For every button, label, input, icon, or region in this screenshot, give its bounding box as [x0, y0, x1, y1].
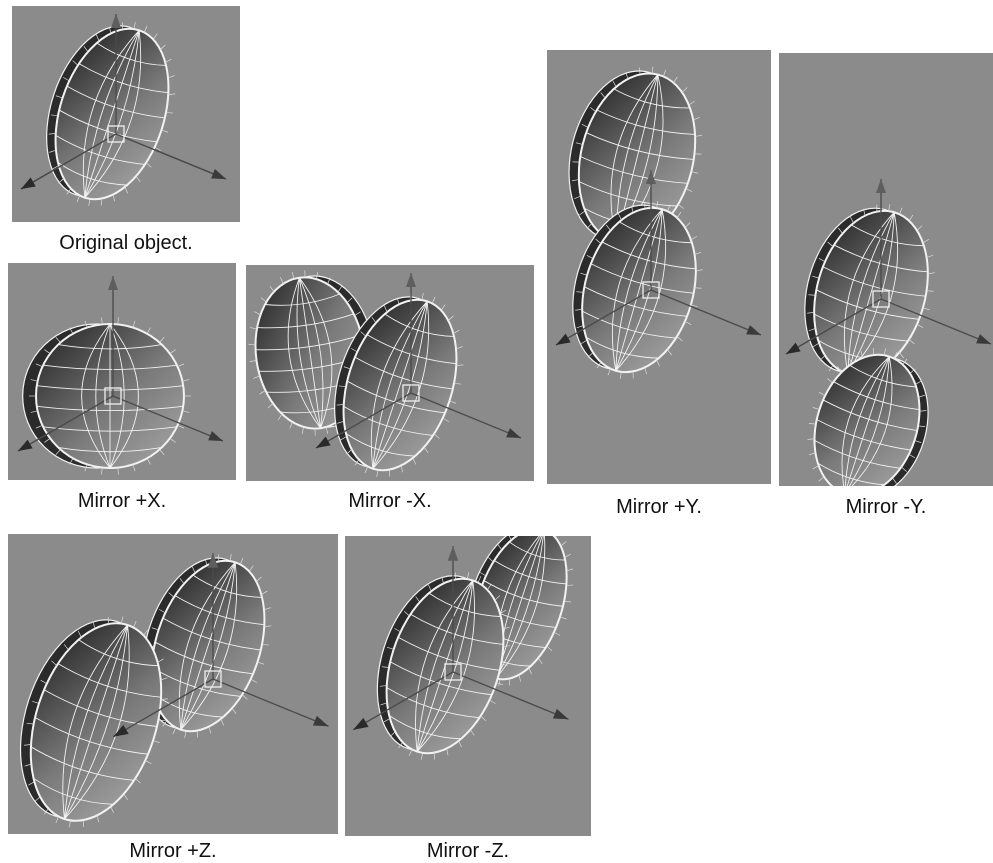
viewport-mirror-minus-y [779, 53, 993, 486]
viewport-mirror-plus-y [547, 50, 771, 484]
hemisphere-mesh-icon [22, 317, 191, 475]
viewport-mirror-minus-x [246, 265, 534, 481]
hemisphere-mesh-icon [807, 348, 929, 486]
axis-gizmo-icon [17, 276, 224, 452]
hemisphere-mesh-icon [334, 293, 464, 477]
hemisphere-mesh-icon [46, 22, 176, 206]
axis-gizmo-icon [315, 273, 522, 449]
viewport-mirror-minus-z [345, 536, 591, 836]
viewport-canvas [20, 14, 227, 206]
viewport-canvas [248, 270, 522, 477]
axis-gizmo-icon [555, 170, 762, 346]
caption-mirror-plus-y: Mirror +Y. [616, 496, 702, 518]
hemisphere-mesh-icon [19, 616, 168, 828]
viewport-canvas [19, 553, 329, 828]
viewport-canvas [17, 276, 224, 475]
axis-gizmo-icon [352, 546, 569, 731]
axis-gizmo-icon [20, 14, 227, 190]
hemisphere-mesh-icon [572, 201, 703, 379]
hemisphere-mesh-icon [804, 204, 935, 382]
viewport-mirror-plus-x [8, 263, 236, 480]
caption-original: Original object. [59, 232, 193, 254]
viewport-canvas [785, 179, 992, 486]
caption-mirror-plus-x: Mirror +X. [77, 490, 167, 512]
caption-mirror-minus-y: Mirror -Y. [845, 496, 927, 518]
caption-mirror-plus-z: Mirror +Z. [129, 840, 217, 862]
caption-mirror-minus-z: Mirror -Z. [426, 840, 510, 862]
caption-mirror-minus-x: Mirror -X. [348, 490, 432, 512]
axis-gizmo-icon [112, 553, 329, 738]
hemisphere-mesh-icon [568, 66, 703, 250]
viewport-mirror-plus-z [8, 534, 338, 834]
viewport-canvas [352, 536, 574, 760]
axis-gizmo-icon [785, 179, 992, 355]
viewport-canvas [555, 66, 762, 379]
hemisphere-mesh-icon [142, 554, 272, 738]
viewport-original [12, 6, 240, 222]
